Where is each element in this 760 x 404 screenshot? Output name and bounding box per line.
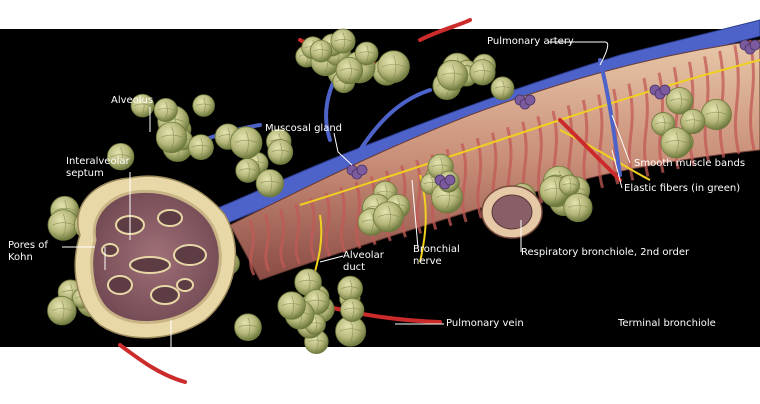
label-interalveolar-septum-line1: Interalveolar — [66, 156, 130, 167]
label-alveolar-duct-line2: duct — [343, 262, 366, 273]
label-pores-of-kohn: Pores of Kohn — [8, 240, 48, 264]
label-interalveolar-septum: Interalveolar septum — [66, 156, 130, 180]
label-bronchial-nerve: Bronchial nerve — [413, 244, 460, 268]
respiratory-bronchiole-opening — [481, 185, 543, 239]
mucosal-glands — [346, 39, 760, 190]
label-pores-of-kohn-line2: Kohn — [8, 252, 33, 263]
label-respiratory-bronchiole: Respiratory bronchiole, 2nd order — [521, 247, 690, 258]
label-alveolar-duct: Alveolar duct — [343, 250, 384, 274]
label-pulmonary-vein: Pulmonary vein — [446, 318, 524, 329]
label-alveolar-sac: Alveolar sac — [174, 354, 235, 365]
label-bronchial-nerve-line2: nerve — [413, 256, 442, 267]
label-interalveolar-septum-line2: septum — [66, 168, 104, 179]
label-bronchial-nerve-line1: Bronchial — [413, 244, 460, 255]
label-smooth-muscle-bands: Smooth muscle bands — [634, 158, 746, 169]
label-pulmonary-artery: Pulmonary artery — [487, 36, 574, 47]
leader-lines — [62, 41, 631, 360]
label-alveolar-duct-line1: Alveolar — [343, 250, 384, 261]
label-pores-of-kohn-line1: Pores of — [8, 240, 48, 251]
label-elastic-fibers: Elastic fibers (in green) — [624, 183, 741, 194]
label-alveolus: Alveolus — [111, 95, 154, 106]
alveoli-clusters — [47, 28, 732, 355]
alveolar-sac-cross-section — [74, 175, 237, 339]
label-terminal-bronchiole: Terminal bronchiole — [618, 318, 716, 329]
label-muscosal-gland: Muscosal gland — [265, 123, 343, 134]
